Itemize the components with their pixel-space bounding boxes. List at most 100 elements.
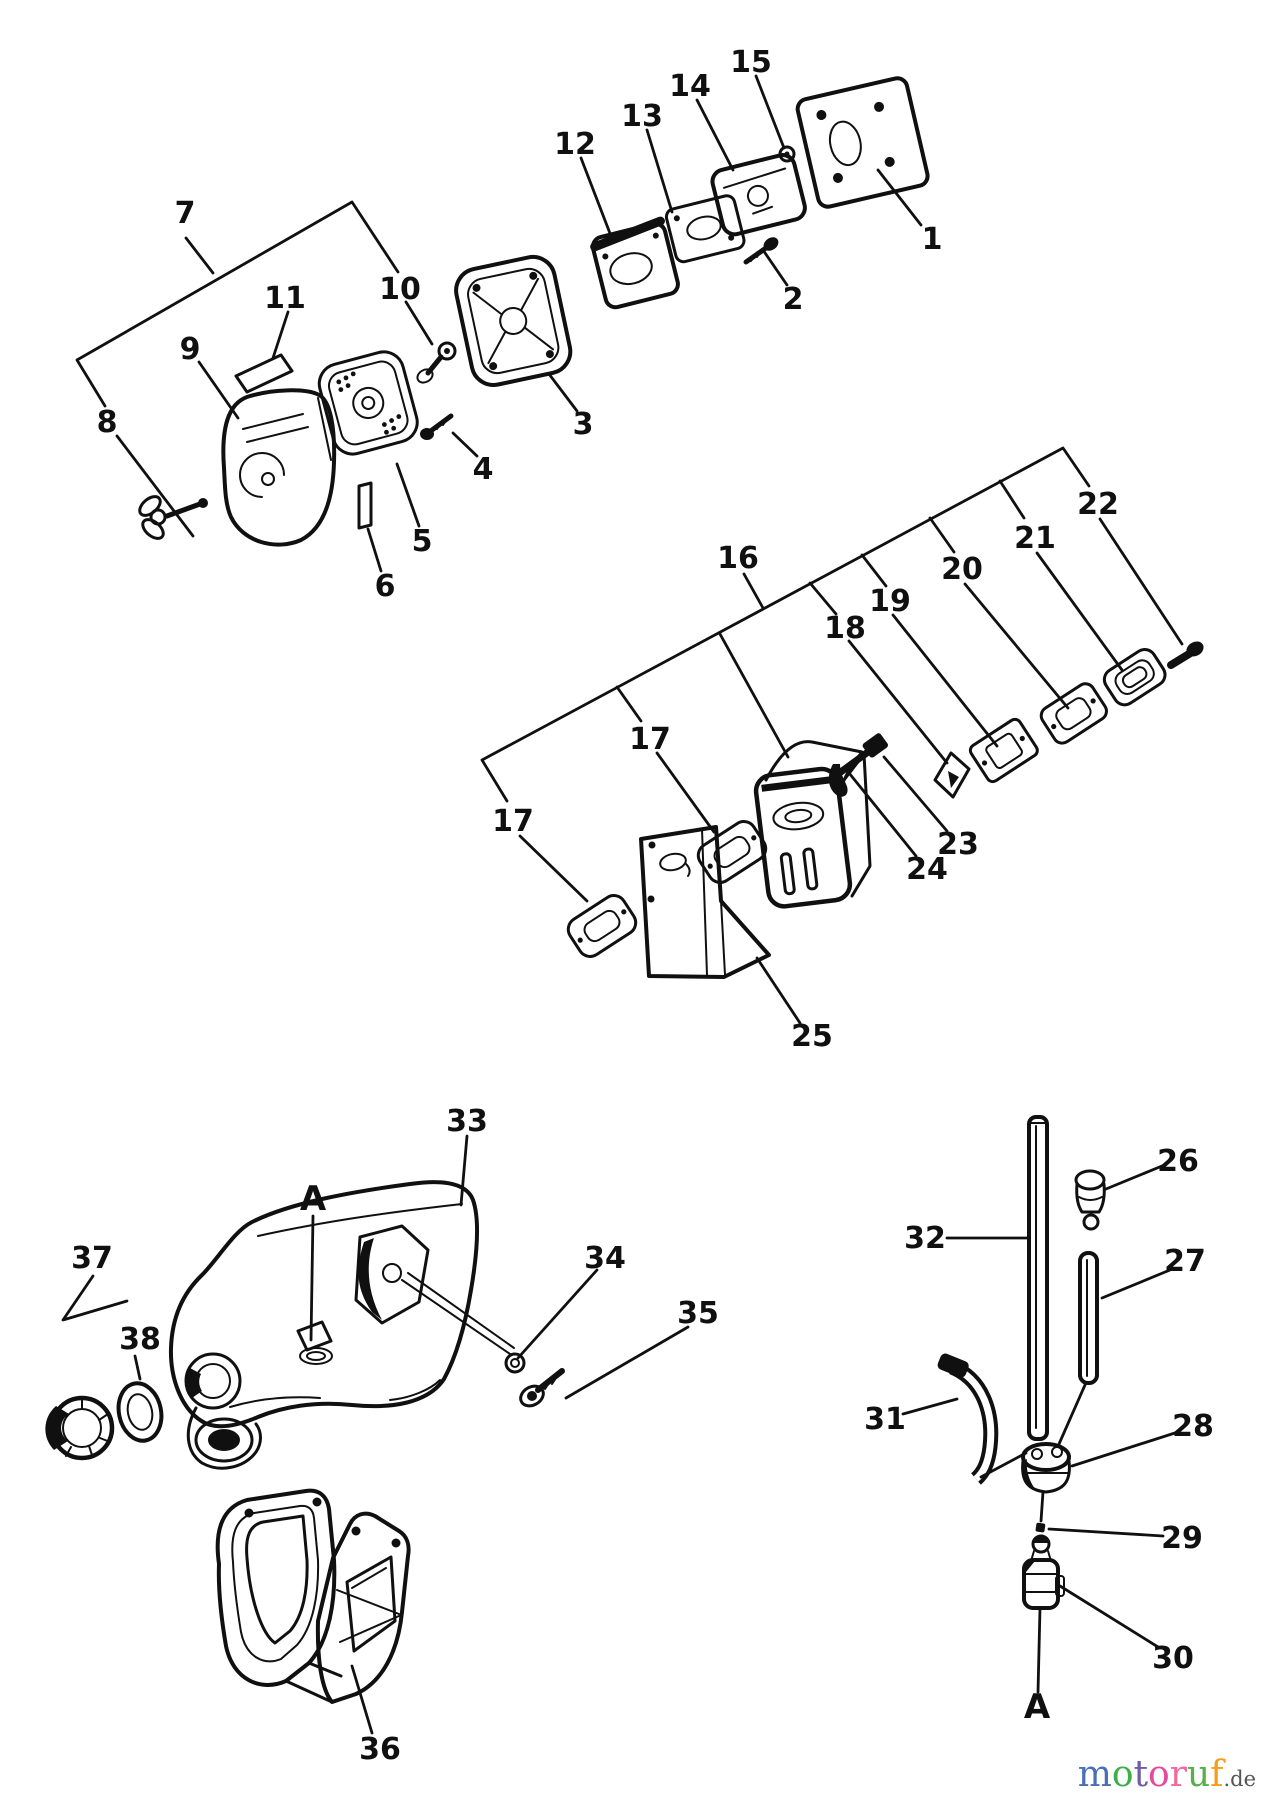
leader-21 — [1035, 551, 1124, 672]
part-insulator — [590, 216, 680, 310]
watermark-letter: r — [1170, 1754, 1188, 1795]
part-backplate — [454, 254, 573, 387]
leader-24 — [843, 766, 918, 858]
part-filter-plate — [317, 350, 419, 456]
callout-9: 9 — [180, 332, 201, 367]
callout-7: 7 — [175, 196, 196, 231]
part-main-pipe — [1027, 1115, 1049, 1441]
callout-19: 19 — [869, 584, 911, 619]
part-clip-29 — [1035, 1522, 1046, 1533]
leader-34 — [516, 1268, 599, 1360]
callout-35: 35 — [677, 1296, 719, 1331]
bracket-7 — [75, 200, 400, 408]
leader-18 — [847, 639, 949, 765]
leader-11 — [271, 310, 290, 360]
callout-22: 22 — [1077, 487, 1119, 522]
callout-2: 2 — [783, 282, 804, 317]
leader-19 — [891, 613, 999, 748]
leader-8 — [115, 434, 195, 538]
tick-20 — [928, 516, 956, 554]
callout-13: 13 — [621, 99, 663, 134]
callout-A-top: A — [300, 1179, 327, 1219]
part-sticker-6 — [357, 481, 373, 530]
part-small-pipe — [1078, 1251, 1099, 1385]
part-carburetor — [710, 153, 807, 237]
callout-36: 36 — [359, 1732, 401, 1767]
callout-26: 26 — [1157, 1144, 1199, 1179]
leader-5 — [395, 462, 421, 528]
bracket-muffler — [480, 446, 1091, 803]
watermark-letter: o — [1112, 1754, 1134, 1795]
watermark-letter: f — [1210, 1754, 1226, 1795]
callout-10: 10 — [379, 272, 421, 307]
part-screw-22 — [1167, 641, 1204, 669]
part-gasket-13 — [664, 194, 746, 264]
leader-33 — [459, 1134, 469, 1207]
callout-6: 6 — [375, 569, 396, 604]
part-nut-15 — [778, 145, 796, 163]
leader-30 — [1058, 1584, 1160, 1649]
part-fuel-tank — [168, 1180, 515, 1470]
part-grommet-28 — [1021, 1442, 1071, 1494]
callout-3: 3 — [573, 407, 594, 442]
part-gasket-20 — [1039, 682, 1108, 745]
part-bolt-23 — [834, 733, 888, 778]
leader-29 — [1047, 1527, 1165, 1538]
link-lines — [979, 1383, 1087, 1479]
leader-10 — [404, 300, 434, 346]
callout-11: 11 — [264, 281, 306, 316]
callout-25: 25 — [791, 1019, 833, 1054]
leader-36 — [350, 1664, 374, 1735]
part-tank-guard — [215, 1488, 411, 1704]
callout-37: 37 — [71, 1241, 113, 1276]
watermark-logo: motoruf.de — [1078, 1754, 1256, 1795]
callout-38: 38 — [119, 1322, 161, 1357]
leader-23 — [882, 755, 949, 833]
part-gasket-18 — [933, 751, 971, 799]
callout-23: 23 — [937, 827, 979, 862]
callout-14: 14 — [669, 69, 711, 104]
callout-29: 29 — [1161, 1521, 1203, 1556]
part-shield-plate — [639, 825, 771, 979]
callout-31: 31 — [864, 1402, 906, 1437]
leader-26 — [1104, 1164, 1164, 1191]
part-fuel-filter — [1022, 1534, 1065, 1610]
callout-17b: 17 — [492, 804, 534, 839]
callout-16: 16 — [717, 541, 759, 576]
callout-32: 32 — [904, 1221, 946, 1256]
callout-1: 1 — [922, 222, 943, 257]
watermark-letter: o — [1148, 1754, 1170, 1795]
leader-22 — [1098, 517, 1184, 646]
callout-12: 12 — [554, 127, 596, 162]
part-clip-24 — [828, 764, 848, 797]
part-wing-nut — [138, 495, 208, 540]
tick-18 — [808, 581, 838, 616]
link-grommet-clip — [1039, 1490, 1045, 1523]
watermark-suffix: .de — [1223, 1767, 1256, 1791]
fuel-tank-group — [45, 1134, 690, 1735]
leader-37 — [61, 1274, 129, 1322]
leader-6 — [366, 527, 383, 573]
leader-1 — [876, 168, 923, 227]
muffler-group — [480, 446, 1204, 1025]
part-bolt-4 — [420, 413, 454, 440]
tick-19 — [860, 553, 888, 588]
leader-27 — [1100, 1268, 1172, 1300]
leader-38 — [133, 1354, 142, 1381]
callout-27: 27 — [1164, 1244, 1206, 1279]
callout-18: 18 — [824, 611, 866, 646]
leader-35 — [564, 1325, 690, 1400]
part-sticker-11 — [234, 353, 294, 394]
leader-15 — [754, 74, 786, 150]
part-gasket-plate-1 — [795, 76, 930, 209]
part-muffler — [753, 740, 872, 909]
callout-34: 34 — [584, 1241, 626, 1276]
leader-17a — [655, 751, 716, 834]
leader-13 — [645, 128, 674, 214]
leader-28 — [1070, 1430, 1180, 1468]
part-washer-34 — [504, 1352, 526, 1374]
callout-17a: 17 — [629, 722, 671, 757]
leader-20 — [963, 582, 1070, 710]
callout-8: 8 — [97, 405, 118, 440]
